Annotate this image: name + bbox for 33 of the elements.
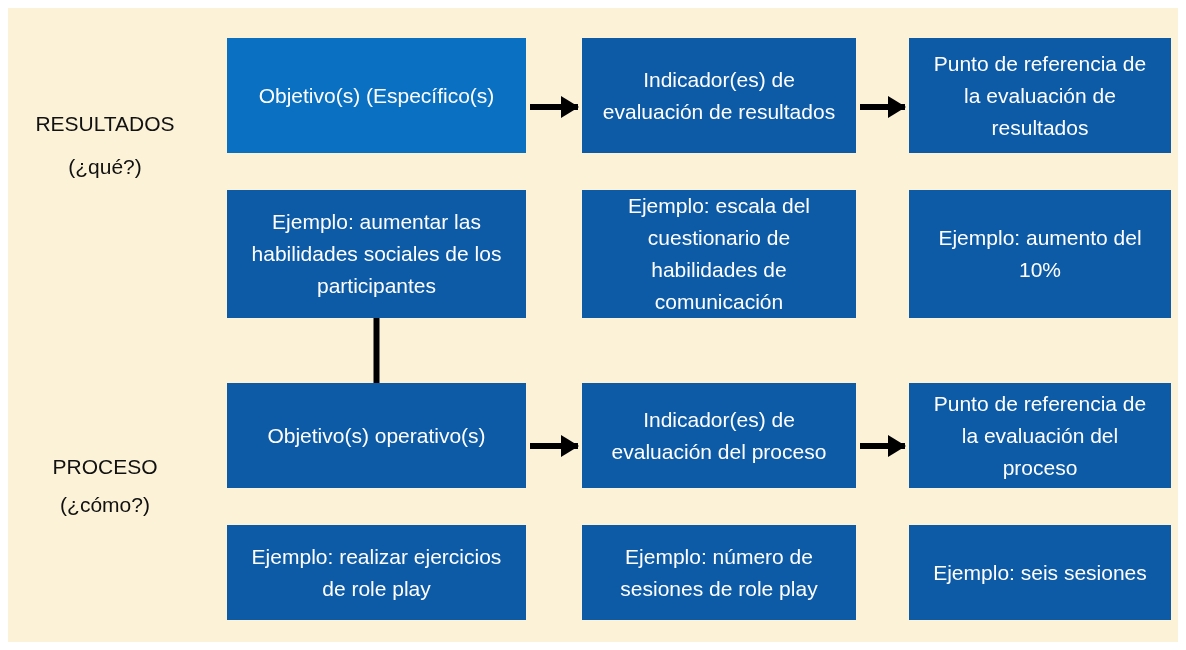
process-box — [227, 38, 526, 153]
box-text: Ejemplo: aumentar las habilidades sociales de los participantes — [250, 209, 503, 299]
process-box — [227, 190, 526, 318]
box-text: Ejemplo: realizar ejercicios de role play — [250, 543, 503, 602]
row-label: (¿cómo?) — [59, 493, 151, 517]
process-box — [582, 190, 856, 318]
box-text: Indicador(es) de evaluación del proceso — [610, 406, 828, 465]
process-box — [909, 383, 1171, 488]
arrow — [860, 96, 906, 118]
row-label: RESULTADOS — [34, 112, 176, 136]
box-text: Ejemplo: escala del cuestionario de habilidades de comunicación — [626, 193, 812, 315]
box-text: Ejemplo: seis sesiones — [933, 559, 1147, 586]
connector-line — [373, 318, 380, 383]
process-box — [909, 525, 1171, 620]
box-text: Punto de referencia de la evaluación del proceso — [932, 390, 1148, 481]
process-box — [227, 525, 526, 620]
arrow — [860, 435, 906, 457]
arrow — [530, 435, 579, 457]
process-box — [582, 383, 856, 488]
process-box — [909, 190, 1171, 318]
box-text: Punto de referencia de la evaluación de resultados — [932, 50, 1148, 141]
process-box — [582, 525, 856, 620]
process-box — [582, 38, 856, 153]
box-text: Ejemplo: aumento del 10% — [937, 225, 1143, 283]
box-text: Objetivo(s) operativo(s) — [267, 422, 486, 449]
box-text: Indicador(es) de evaluación de resultados — [601, 66, 837, 125]
process-box — [909, 38, 1171, 153]
row-label: PROCESO — [51, 455, 159, 479]
process-box — [227, 383, 526, 488]
box-text: Objetivo(s) (Específico(s) — [258, 82, 495, 109]
arrow — [530, 96, 579, 118]
row-label: (¿qué?) — [67, 155, 143, 179]
box-text: Ejemplo: número de sesiones de role play — [619, 543, 819, 602]
